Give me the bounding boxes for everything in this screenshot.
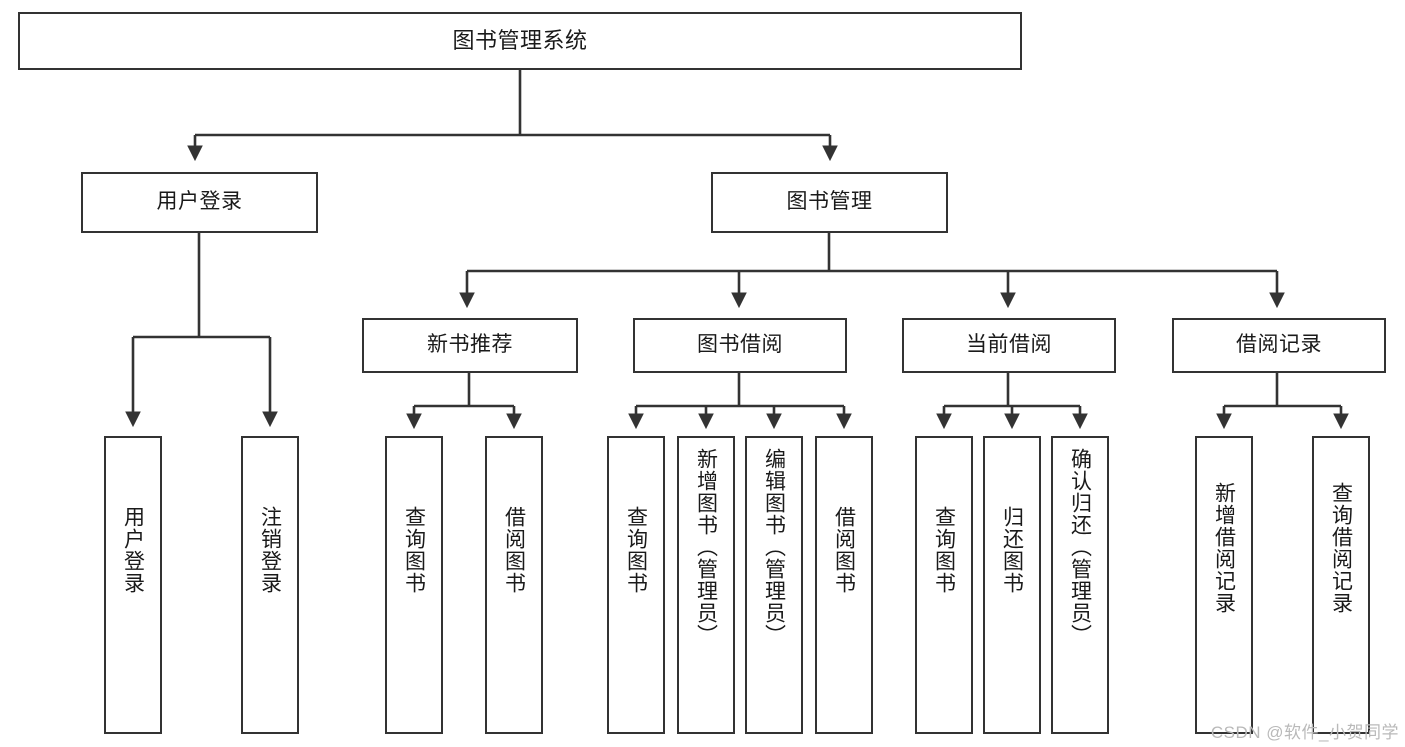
- leaf-confirm-return[interactable]: 确认归还（管理员）: [1051, 436, 1109, 734]
- leaf-borrow-book[interactable]: 借阅图书: [815, 436, 873, 734]
- leaf-query-book-recommend[interactable]: 查询图书: [385, 436, 443, 734]
- watermark: CSDN @软件_小贺同学: [1210, 723, 1399, 742]
- node-label: 新增图书（管理员）: [694, 448, 718, 646]
- node-label: 借阅记录: [1236, 333, 1322, 357]
- node-label: 查询图书: [624, 506, 648, 594]
- node-new-book-recommend[interactable]: 新书推荐: [362, 318, 578, 373]
- leaf-query-book-current[interactable]: 查询图书: [915, 436, 973, 734]
- node-label: 借阅图书: [502, 506, 526, 594]
- node-label: 编辑图书（管理员）: [762, 448, 786, 646]
- node-label: 当前借阅: [966, 333, 1052, 357]
- node-root-system[interactable]: 图书管理系统: [18, 12, 1022, 70]
- leaf-borrow-book-recommend[interactable]: 借阅图书: [485, 436, 543, 734]
- node-user-login[interactable]: 用户登录: [81, 172, 318, 233]
- node-book-manage[interactable]: 图书管理: [711, 172, 948, 233]
- node-current-borrow[interactable]: 当前借阅: [902, 318, 1116, 373]
- leaf-add-book[interactable]: 新增图书（管理员）: [677, 436, 735, 734]
- leaf-query-book-borrow[interactable]: 查询图书: [607, 436, 665, 734]
- node-label: 查询借阅记录: [1329, 482, 1353, 614]
- leaf-query-borrow-record[interactable]: 查询借阅记录: [1312, 436, 1370, 734]
- node-label: 用户登录: [121, 506, 145, 594]
- leaf-logout-login[interactable]: 注销登录: [241, 436, 299, 734]
- leaf-add-borrow-record[interactable]: 新增借阅记录: [1195, 436, 1253, 734]
- node-label: 图书借阅: [697, 333, 783, 357]
- node-label: 归还图书: [1000, 506, 1024, 594]
- leaf-edit-book[interactable]: 编辑图书（管理员）: [745, 436, 803, 734]
- node-book-borrow[interactable]: 图书借阅: [633, 318, 847, 373]
- node-label: 图书管理: [786, 190, 873, 214]
- node-label: 查询图书: [402, 506, 426, 594]
- node-label: 新书推荐: [427, 333, 513, 357]
- node-label: 借阅图书: [832, 506, 856, 594]
- node-label: 查询图书: [932, 506, 956, 594]
- node-label: 新增借阅记录: [1212, 482, 1236, 614]
- node-label: 图书管理系统: [452, 28, 588, 54]
- node-label: 注销登录: [258, 506, 282, 594]
- leaf-user-login[interactable]: 用户登录: [104, 436, 162, 734]
- node-borrow-record[interactable]: 借阅记录: [1172, 318, 1386, 373]
- leaf-return-book[interactable]: 归还图书: [983, 436, 1041, 734]
- node-label: 用户登录: [156, 190, 243, 214]
- node-label: 确认归还（管理员）: [1068, 448, 1092, 646]
